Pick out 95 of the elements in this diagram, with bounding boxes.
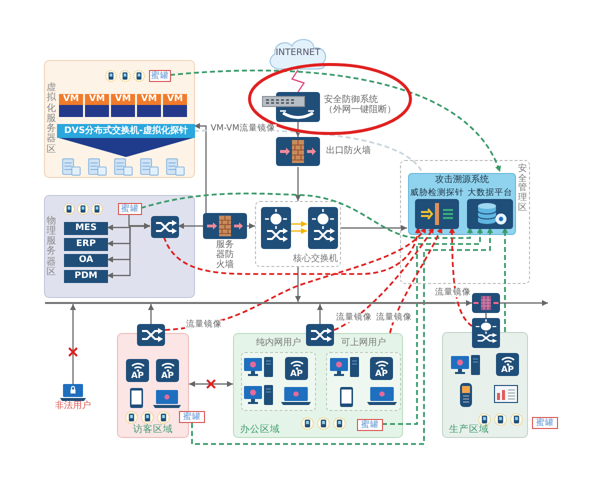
- edge-label: 流量镜像: [434, 288, 472, 298]
- dashed-frame: [255, 201, 341, 267]
- dashed-arrow: [164, 226, 427, 331]
- outlined-tag: 蜜罐: [532, 417, 558, 429]
- arrow: [295, 167, 301, 201]
- edge-label: 流量镜像: [335, 313, 373, 323]
- switch-icon: [151, 216, 179, 238]
- module-title: 威胁检测探针: [410, 189, 464, 198]
- router-switch-icon: [308, 207, 338, 249]
- device-label: 出口防火墙: [326, 147, 371, 157]
- access-point-tile: [156, 359, 179, 382]
- bus-line: [45, 302, 455, 304]
- switch-banner: DVS分布式交换机-虚拟化探针: [57, 124, 195, 138]
- vm-block: VM: [137, 94, 161, 105]
- access-point-tile: [370, 357, 393, 380]
- host-block: [163, 105, 187, 117]
- host-block: [137, 105, 161, 117]
- arrow: [148, 304, 154, 324]
- host-block: [85, 105, 109, 117]
- arrow: [178, 223, 203, 229]
- group-title: 安全管理区: [517, 165, 528, 214]
- double-arrow: [107, 223, 150, 278]
- edge-label: 流量镜像: [375, 313, 413, 323]
- host-block: [59, 105, 83, 117]
- module-title: 大数据平台: [468, 189, 512, 198]
- dashed-arrow: [382, 227, 483, 425]
- zone-title: 生产区域: [449, 424, 489, 435]
- zone-title: 物理服务器区: [46, 216, 57, 278]
- switch-icon: [137, 324, 165, 346]
- vm-block: VM: [59, 94, 83, 105]
- zone-panel: [233, 333, 403, 438]
- arrow: [290, 221, 307, 227]
- arrow: [295, 267, 301, 302]
- device-label: AP: [290, 370, 303, 378]
- dashed-arrow: [449, 227, 473, 327]
- cloud-label: INTERNET: [276, 49, 320, 59]
- router-switch-icon: [261, 207, 291, 249]
- device-label: AP: [131, 372, 144, 380]
- dashed-frame: [400, 160, 530, 284]
- zone-title: 访客区域: [133, 424, 173, 435]
- edge-label: VM-VM流量镜像: [210, 124, 276, 134]
- vm-block: VM: [111, 94, 135, 105]
- dashed-arrow: [140, 192, 473, 239]
- device-label: 服务器防火墙: [215, 241, 235, 271]
- double-arrow: [189, 381, 233, 387]
- group-title: 核心交换机: [293, 255, 338, 265]
- zone-panel: [44, 195, 195, 298]
- dashed-arrow: [170, 70, 501, 172]
- arrow: [295, 122, 301, 137]
- dashed-arrow: [334, 226, 435, 331]
- zone-title: 办公区域: [240, 424, 280, 435]
- device-label: 安全防御系统（外网一键阻断）: [324, 96, 397, 116]
- switch-icon: [306, 324, 334, 346]
- edge-label: 流量镜像: [185, 320, 223, 330]
- server-block: OA: [64, 254, 108, 267]
- zone-panel: [442, 332, 528, 438]
- mesh-device-icon: [472, 293, 500, 313]
- outlined-tag: 蜜罐: [118, 203, 142, 215]
- connector-line: [128, 214, 150, 227]
- arrow: [290, 228, 307, 234]
- dashed-arrow: [191, 227, 493, 445]
- access-point-tile: [126, 359, 149, 382]
- arrow: [341, 225, 407, 231]
- server-block: MES: [64, 222, 108, 235]
- device-label: AP: [375, 370, 388, 378]
- dashed-arrow: [389, 226, 443, 334]
- vm-block: VM: [85, 94, 109, 105]
- user-label: 非法用户: [55, 402, 91, 412]
- outlined-tag: 蜜罐: [179, 411, 205, 423]
- dashed-arrow: [163, 226, 421, 275]
- connector-line: [485, 313, 487, 318]
- access-point-tile: [285, 357, 308, 380]
- arrow: [500, 300, 548, 306]
- outlined-tag: 蜜罐: [357, 419, 383, 431]
- router-switch-icon: [472, 318, 500, 348]
- zone-title: 虚拟化服务器区: [46, 83, 57, 155]
- server-block: PDM: [64, 270, 108, 283]
- vm-block: VM: [163, 94, 187, 105]
- arrow: [194, 123, 207, 213]
- group-title: 纯内网用户: [256, 339, 301, 349]
- device-label: AP: [501, 366, 514, 374]
- access-point-tile: [496, 353, 519, 376]
- dashed-arrow: [502, 227, 508, 332]
- zone-panel: [44, 60, 195, 178]
- server-block: ERP: [64, 238, 108, 251]
- arrow: [247, 223, 255, 229]
- group-title: 可上网用户: [341, 339, 386, 349]
- system-panel: [408, 173, 516, 235]
- panel-title: 攻击溯源系统: [435, 176, 489, 186]
- arrow: [317, 304, 323, 324]
- host-block: [111, 105, 135, 117]
- arrow: [455, 300, 472, 306]
- device-label: AP: [161, 372, 174, 380]
- lightning-line: [291, 70, 305, 92]
- outlined-tag: 蜜罐: [149, 70, 171, 82]
